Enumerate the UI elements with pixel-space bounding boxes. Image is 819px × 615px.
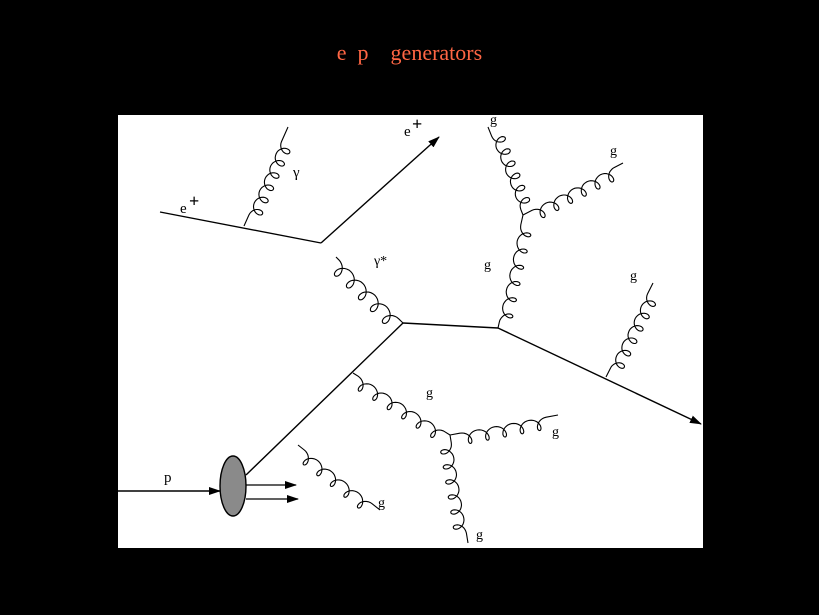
gluon-line-right <box>605 282 657 378</box>
feynman-diagram-panel: e + e + γ γ* p g g g g g g g g <box>118 115 703 548</box>
label-proton: p <box>164 470 172 486</box>
label-gluon-1: g <box>490 115 497 128</box>
outgoing-quark-line-2 <box>497 327 702 425</box>
gluon-line-lower-right <box>449 414 559 444</box>
proton-blob <box>219 455 247 517</box>
feynman-diagram: e + e + γ γ* p g g g g g g g g <box>118 115 702 544</box>
boson-lines <box>243 126 657 544</box>
outgoing-quark-line-1 <box>402 322 499 329</box>
label-gluon-3: g <box>484 258 491 273</box>
label-gluon-6: g <box>552 425 559 440</box>
virtual-photon-line <box>333 256 404 324</box>
gluon-line-upper-left <box>487 126 531 216</box>
gluon-line-upper-trunk <box>497 214 532 329</box>
slide-title: e p generators <box>336 40 483 65</box>
radiated-photon-line <box>243 126 291 227</box>
gluon-line-upper-right <box>522 162 624 219</box>
struck-quark-line <box>245 322 404 476</box>
gluon-line-proton-side <box>297 444 381 511</box>
label-gluon-7: g <box>378 496 385 511</box>
incoming-positron-line <box>159 211 322 244</box>
label-gluon-8: g <box>476 528 483 543</box>
gluon-line-lower-trunk <box>352 372 451 438</box>
label-positron-in-charge: + <box>189 191 199 211</box>
label-positron-out-charge: + <box>412 115 422 134</box>
label-photon: γ <box>292 165 300 181</box>
gluon-line-lower-down <box>440 434 469 544</box>
label-positron-out: e <box>404 124 411 140</box>
label-gluon-4: g <box>630 269 637 284</box>
label-positron-in: e <box>180 201 187 217</box>
label-virtual-photon: γ* <box>373 254 387 269</box>
outgoing-positron-line <box>320 136 440 244</box>
label-gluon-5: g <box>426 386 433 401</box>
label-gluon-2: g <box>610 144 617 159</box>
